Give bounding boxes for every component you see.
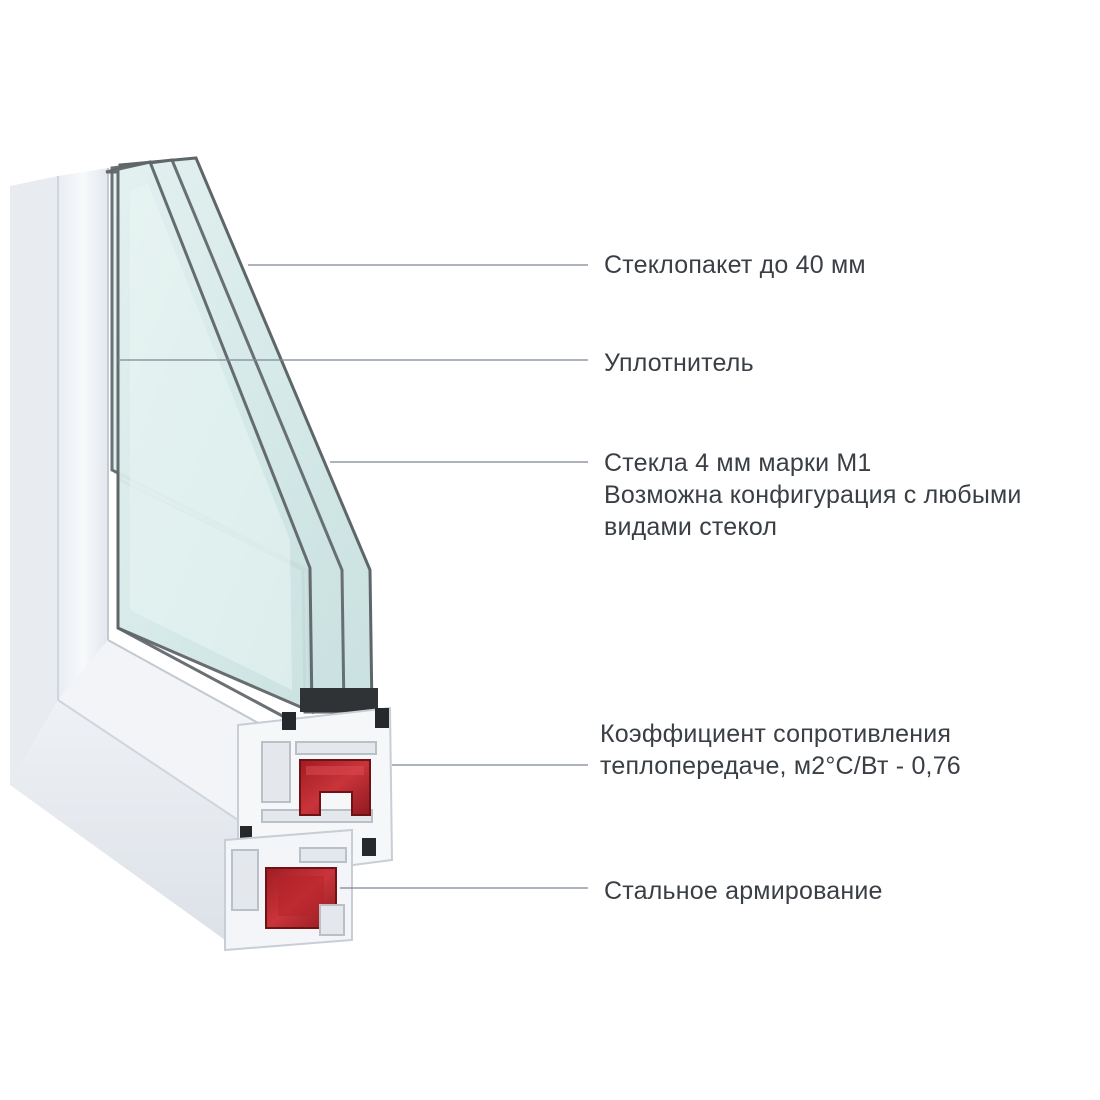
- leader-lines: [118, 264, 588, 889]
- callout-heat-coefficient-line-1: Коэффициент сопротивления: [600, 720, 952, 748]
- callout-seal-line-1: Уплотнитель: [604, 349, 754, 377]
- callout-glass-unit: Стеклопакет до 40 мм: [604, 249, 866, 281]
- callout-steel-reinforcement: Стальное армирование: [604, 875, 883, 907]
- callout-seal: Уплотнитель: [604, 347, 754, 379]
- seal-left: [282, 712, 296, 730]
- callout-heat-coefficient: Коэффициент сопротивления теплопередаче,…: [600, 718, 961, 782]
- callout-glass-line-1: Стекла 4 мм марки М1: [604, 449, 872, 477]
- seal-right: [375, 708, 389, 728]
- outer-frame: [10, 168, 291, 940]
- callout-glass-line-3: видами стекол: [604, 513, 778, 541]
- callout-glass-unit-line-1: Стеклопакет до 40 мм: [604, 251, 866, 279]
- callout-steel-reinforcement-line-1: Стальное армирование: [604, 877, 883, 905]
- callout-heat-coefficient-line-2: теплопередаче, м2°С/Вт - 0,76: [600, 752, 961, 780]
- frame-profile: [224, 828, 353, 952]
- callout-glass: Стекла 4 мм марки М1 Возможна конфигурац…: [604, 447, 1022, 543]
- callout-glass-line-2: Возможна конфигурация с любыми: [604, 481, 1022, 509]
- glass-unit: [105, 156, 378, 738]
